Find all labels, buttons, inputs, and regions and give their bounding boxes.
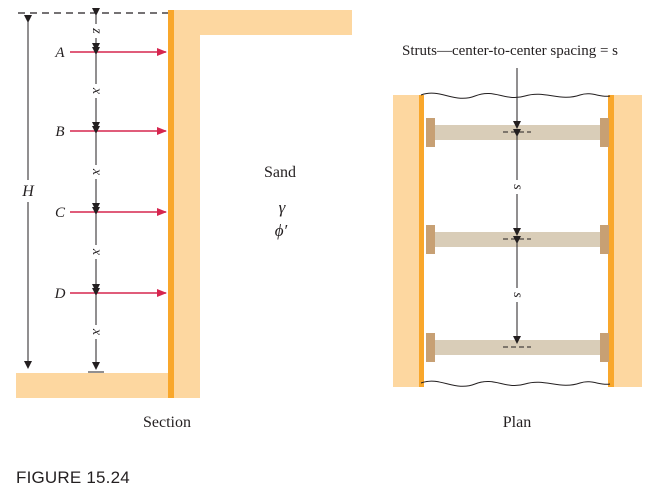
- spacing-label-x-3: x: [89, 248, 104, 256]
- plan-header: Struts—center-to-center spacing = s: [402, 43, 618, 59]
- spacing-label-x-4: x: [89, 328, 104, 336]
- spacing-dimensions: [88, 8, 104, 373]
- point-label-d: D: [54, 286, 66, 302]
- section-view-label: Section: [143, 414, 191, 431]
- figure-caption: FIGURE 15.24: [16, 468, 130, 487]
- soil-band-along-wall: [174, 10, 200, 398]
- retained-soil-top: [174, 10, 352, 35]
- plan-spacing-label-s-1: s: [510, 184, 525, 190]
- plan-break-line-top: [420, 92, 611, 99]
- plan-view-label: Plan: [503, 414, 531, 431]
- point-label-c: C: [55, 205, 66, 221]
- soil-label: Sand: [264, 164, 296, 181]
- sheet-pile-wall: [168, 10, 174, 398]
- plan-soil-left: [393, 95, 421, 387]
- plan-spacing-label-s-2: s: [510, 292, 525, 298]
- top-spacing-label-z: z: [89, 27, 104, 34]
- plan-wall-left: [419, 95, 424, 387]
- plan-view: Struts—center-to-center spacing = s: [393, 43, 642, 431]
- strut-3: [426, 333, 609, 362]
- plan-break-line-bottom: [420, 380, 611, 387]
- section-view: H A B C D z x x x x Sand γ ϕ′ S: [16, 8, 352, 431]
- point-label-b: B: [55, 124, 64, 140]
- spacing-label-x-2: x: [89, 168, 104, 176]
- strut-centerline-marks: [503, 131, 531, 348]
- friction-angle-label: ϕ′: [275, 221, 288, 240]
- point-label-a: A: [54, 45, 65, 61]
- height-label: H: [21, 183, 35, 200]
- spacing-label-x-1: x: [89, 87, 104, 95]
- plan-soil-right: [614, 95, 642, 387]
- plan-wall-right: [608, 95, 614, 387]
- unit-weight-label: γ: [279, 198, 287, 217]
